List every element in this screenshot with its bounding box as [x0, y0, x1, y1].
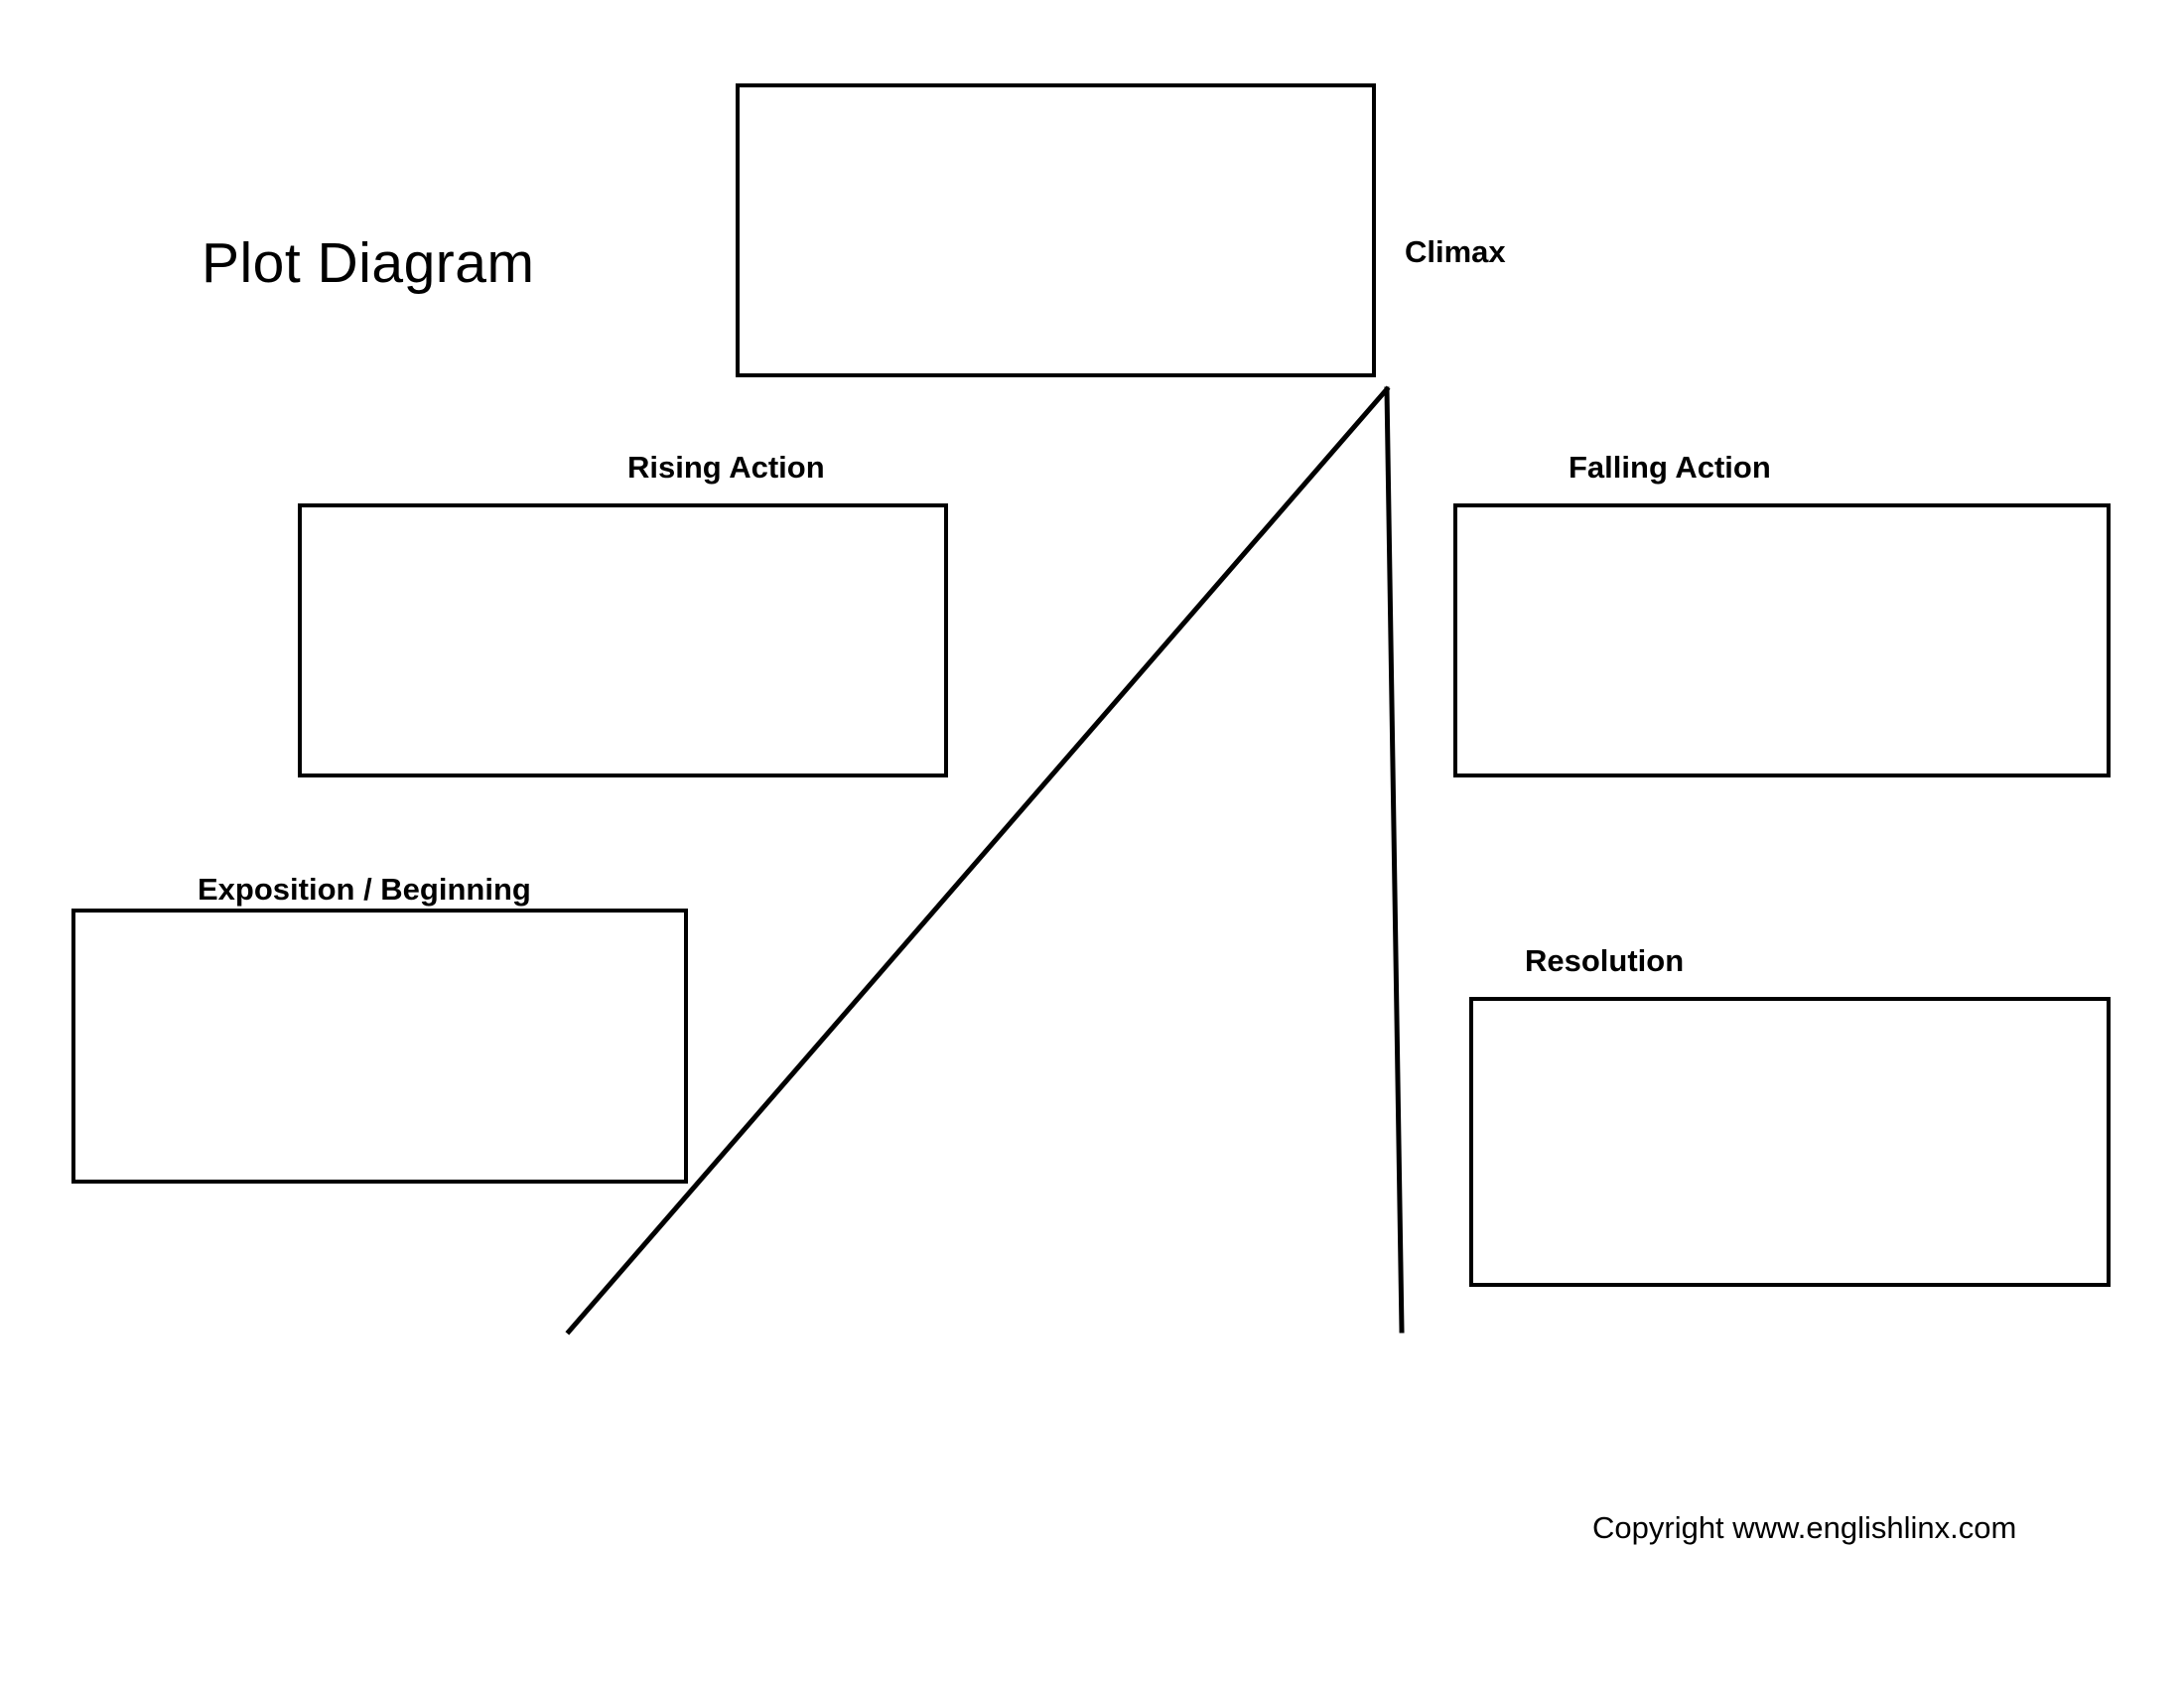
falling-action-label: Falling Action	[1569, 450, 1771, 485]
falling-action-line	[1384, 386, 1405, 1334]
rising-action-response-box[interactable]	[298, 503, 948, 777]
climax-response-box[interactable]	[736, 83, 1376, 377]
copyright-notice: Copyright www.englishlinx.com	[1592, 1510, 2017, 1545]
climax-label: Climax	[1405, 234, 1506, 269]
exposition-label: Exposition / Beginning	[198, 872, 531, 907]
resolution-response-box[interactable]	[1469, 997, 2111, 1287]
rising-action-label: Rising Action	[627, 450, 825, 485]
resolution-label: Resolution	[1525, 943, 1685, 978]
page-title: Plot Diagram	[202, 231, 535, 296]
falling-action-response-box[interactable]	[1453, 503, 2111, 777]
exposition-response-box[interactable]	[71, 909, 688, 1184]
